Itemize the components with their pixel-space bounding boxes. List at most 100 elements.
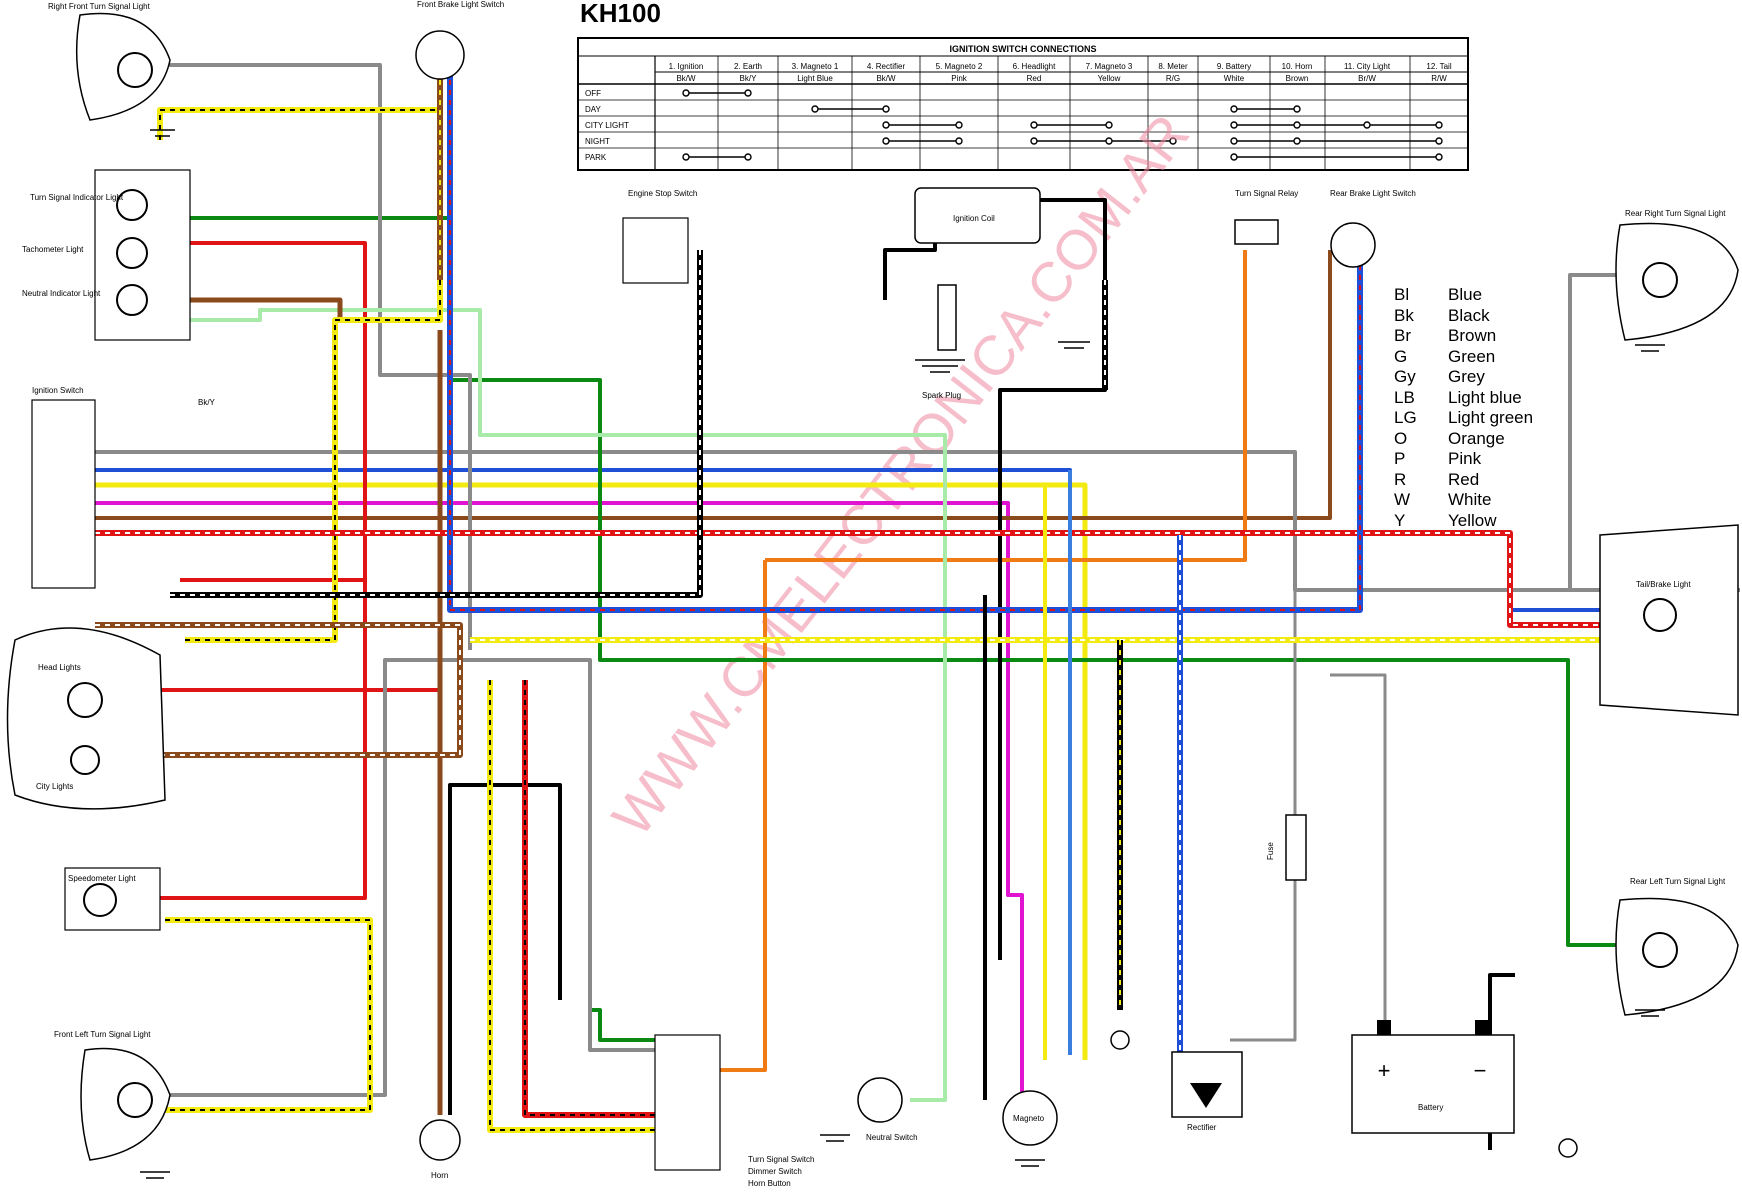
neutral-switch: Neutral Switch: [857, 1077, 918, 1142]
ground-icon: [1058, 341, 1090, 349]
table-color-magneto1: Light Blue: [797, 74, 833, 83]
tail-bulb-icon: [1643, 598, 1677, 632]
head-lights: Head Lights City Lights: [6, 627, 166, 810]
ignition-switch-table: IGNITION SWITCH CONNECTIONS 1. Ignition …: [577, 37, 1469, 171]
table-color-battery: White: [1224, 74, 1245, 83]
table-col-rectifier: 4. Rectifier: [867, 62, 906, 71]
ground-terminal-icon: [1558, 1138, 1578, 1158]
fuse: Fuse: [1266, 814, 1307, 881]
wire-grey-front-left: [165, 658, 670, 1097]
rear-brake-switch: Rear Brake Light Switch: [1330, 189, 1416, 268]
wire-grey-battery: [1330, 673, 1387, 1045]
legend-name: Blue: [1448, 285, 1482, 304]
neutral-bulb-icon: [116, 284, 148, 316]
turn-indicator-label: Turn Signal Indicator Light: [30, 193, 124, 202]
bk-y-tag: Bk/Y: [198, 398, 216, 407]
legend-name: Red: [1448, 470, 1479, 489]
wire-yellow-black-horn-dash: [489, 680, 660, 1131]
wire-black-horn: [448, 783, 562, 1115]
fuse-label: Fuse: [1266, 842, 1275, 860]
legend-code: Y: [1394, 511, 1405, 530]
wire-grey-front-right: [165, 63, 472, 650]
rectifier: Rectifier: [1171, 1051, 1243, 1132]
ignition-switch: Ignition Switch Bk/Y: [31, 386, 216, 589]
table-row-day: DAY: [585, 105, 602, 114]
table-col-magneto3: 7. Magneto 3: [1086, 62, 1133, 71]
wire-grey-trunk: [95, 450, 1297, 475]
wire-harness: [95, 60, 1740, 1150]
turn-signal-relay: Turn Signal Relay: [1234, 189, 1298, 245]
front-brake-switch: Front Brake Light Switch: [415, 0, 504, 80]
table-color-city-light: Br/W: [1358, 74, 1376, 83]
handlebar-legend-3: Horn Button: [748, 1179, 791, 1188]
legend-name: Green: [1448, 347, 1495, 366]
table-color-horn: Brown: [1286, 74, 1309, 83]
tachometer-label: Tachometer Light: [22, 245, 84, 254]
legend-code: Gy: [1394, 367, 1416, 386]
table-color-magneto3: Yellow: [1098, 74, 1121, 83]
table-row-night: NIGHT: [585, 137, 610, 146]
wire-blue-red-brake-dash: [449, 60, 1361, 611]
ground-terminal-icon: [1110, 1030, 1130, 1050]
wire-yellow-black-2-dash: [160, 919, 371, 1111]
diode-icon: [1190, 1083, 1222, 1108]
battery-label: Battery: [1418, 1103, 1443, 1112]
table-color-magneto2: Pink: [951, 74, 968, 83]
ignition-coil: Ignition Coil Spark Plug: [914, 187, 1041, 400]
table-color-ignition: Bk/W: [676, 74, 696, 83]
wire-brown-white-city-dash: [95, 624, 461, 756]
ground-icon: [1635, 1009, 1665, 1017]
table-col-meter: 8. Meter: [1158, 62, 1188, 71]
wire-red-speedo: [140, 580, 367, 900]
wire-brown-headlight: [160, 297, 443, 1115]
speedometer-label: Speedometer Light: [68, 874, 136, 883]
spark-plug-label: Spark Plug: [922, 391, 961, 400]
wire-grey-rear-right-top: [1470, 273, 1640, 592]
table-connection-marks: [682, 89, 1443, 161]
ground-icon: [140, 1171, 170, 1179]
legend-name: Black: [1448, 306, 1490, 325]
table-col-magneto2: 5. Magneto 2: [936, 62, 983, 71]
ground-symbols: [140, 129, 1665, 1179]
table-col-headlight: 6. Headlight: [1013, 62, 1056, 71]
tail-brake-label: Tail/Brake Light: [1636, 580, 1691, 589]
spark-plug-icon: [937, 284, 957, 351]
legend-name: Brown: [1448, 326, 1496, 345]
table-row-city-light: CITY LIGHT: [585, 121, 629, 130]
magneto-label: Magneto: [1013, 1114, 1045, 1123]
turn-indicator-bulb-icon: [116, 189, 148, 221]
color-legend: Bl Blue Bk Black Br Brown G Green Gy Gre…: [1394, 285, 1533, 530]
table-color-tail: R/W: [1431, 74, 1447, 83]
legend-name: Orange: [1448, 429, 1505, 448]
tachometer-bulb-icon: [116, 237, 148, 269]
fuse-icon: [1285, 814, 1307, 881]
wire-green-switch: [588, 660, 670, 1042]
wire-white-fuse: [1230, 590, 1297, 1042]
ground-icon: [150, 129, 175, 137]
battery-minus: −: [1474, 1058, 1487, 1083]
wire-red-white-tail-dash: [95, 532, 1640, 626]
legend-name: Light blue: [1448, 388, 1522, 407]
handlebar-switch: Turn Signal Switch Dimmer Switch Horn Bu…: [654, 1034, 814, 1188]
table-color-rectifier: Bk/W: [876, 74, 896, 83]
tail-brake-light: Tail/Brake Light: [1599, 524, 1739, 716]
wire-red-black-horn-dash: [524, 680, 670, 1116]
wire-light-green: [165, 308, 947, 1102]
legend-name: Grey: [1448, 367, 1485, 386]
wire-orange-relay: [765, 250, 1247, 562]
horn-label: Horn: [431, 1171, 448, 1180]
engine-stop-label: Engine Stop Switch: [628, 189, 697, 198]
legend-code: LG: [1394, 408, 1417, 427]
turn-relay-label: Turn Signal Relay: [1235, 189, 1298, 198]
front-left-turn-signal: Front Left Turn Signal Light: [54, 1030, 171, 1161]
table-col-ignition: 1. Ignition: [669, 62, 704, 71]
wire-yellow-black-horn: [487, 680, 660, 1133]
ground-icon: [915, 359, 965, 373]
legend-code: O: [1394, 429, 1407, 448]
neutral-switch-label: Neutral Switch: [866, 1133, 918, 1142]
ground-icon: [1015, 1159, 1045, 1167]
wire-red-tacho: [150, 241, 367, 582]
rear-brake-label: Rear Brake Light Switch: [1330, 189, 1416, 198]
legend-code: W: [1394, 490, 1410, 509]
rear-right-turn-label: Rear Right Turn Signal Light: [1625, 209, 1726, 218]
